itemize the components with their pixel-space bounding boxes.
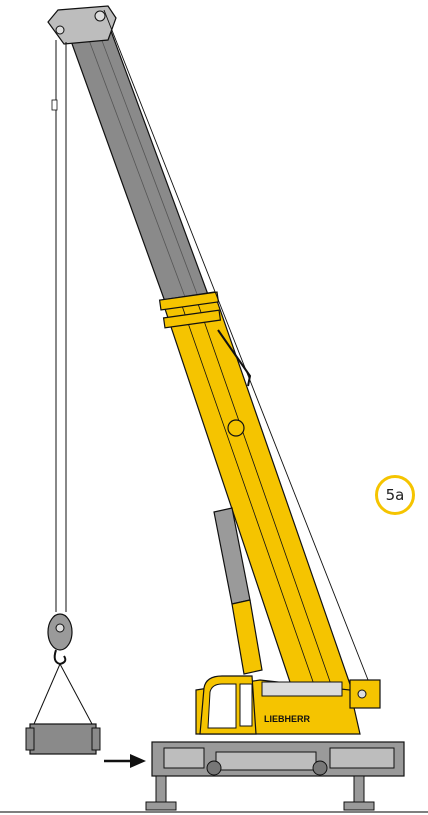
boom-lower-section xyxy=(158,291,353,701)
hoist-ropes xyxy=(51,40,67,612)
step-label: 5a xyxy=(385,486,405,504)
boom-head xyxy=(47,5,117,45)
outrigger-left xyxy=(145,775,177,811)
load-slings xyxy=(33,663,93,725)
boom-upper-section xyxy=(61,11,211,311)
step-badge: 5a xyxy=(375,475,415,515)
outrigger-right xyxy=(343,775,375,811)
luffing-cylinder xyxy=(213,507,263,675)
right-arrow-icon xyxy=(104,754,146,768)
brand-label: LIEBHERR xyxy=(264,714,311,724)
operator-cab xyxy=(199,675,257,735)
hook-block xyxy=(47,613,73,666)
carrier-chassis xyxy=(151,741,405,777)
stay-rope xyxy=(103,9,373,691)
suspended-load xyxy=(25,723,101,755)
